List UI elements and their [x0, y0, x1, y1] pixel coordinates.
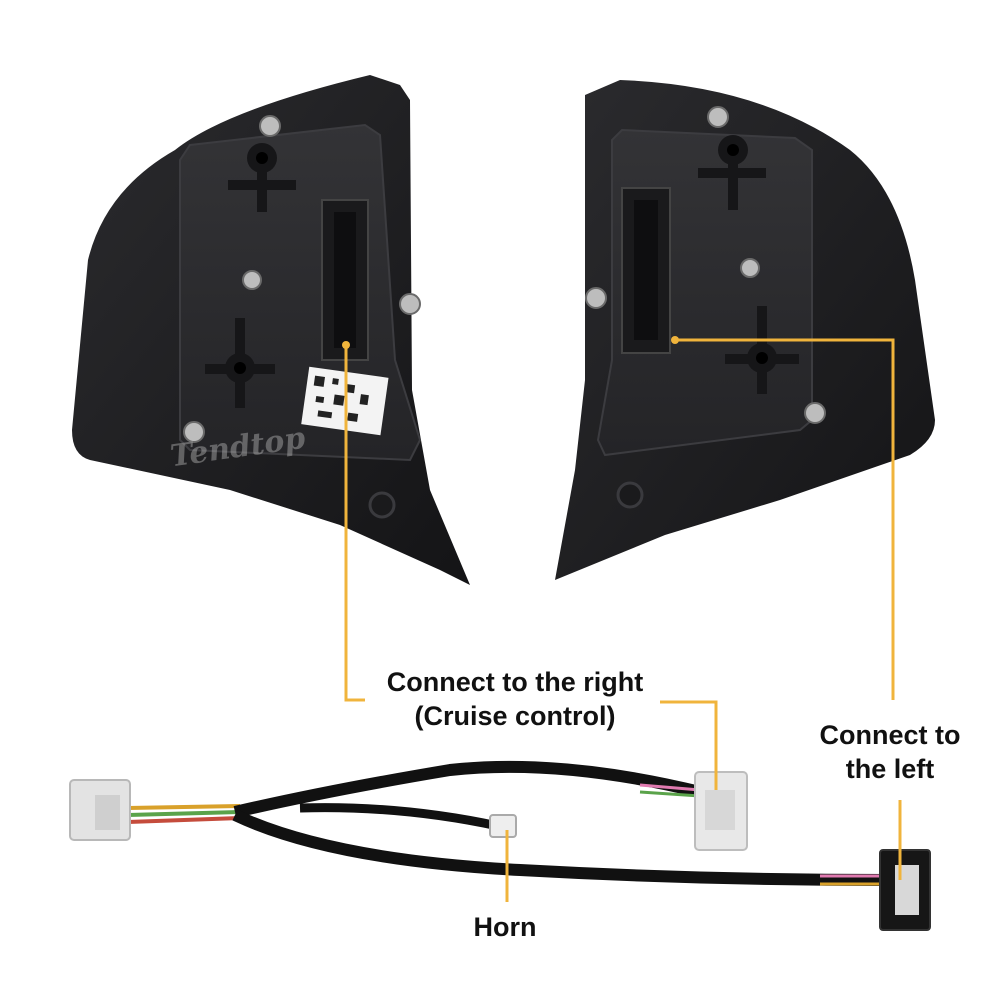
left-switch-panel: [72, 75, 470, 585]
callout-connect-right: Connect to the right (Cruise control): [355, 665, 675, 733]
callout-right-line: [344, 345, 365, 702]
right-switch-panel: [555, 80, 935, 580]
callout-connect-right-line2: (Cruise control): [414, 701, 616, 731]
callout-connect-left-line2: the left: [845, 754, 935, 784]
callout-connect-left: Connect to the left: [800, 718, 980, 786]
callout-connect-left-line1: Connect to: [819, 720, 961, 750]
callout-cruise-line: [660, 700, 718, 790]
callout-left-line: [675, 338, 895, 700]
callout-lines: [342, 336, 902, 902]
callout-left-dot: [671, 336, 679, 344]
callout-horn: Horn: [473, 912, 537, 942]
callout-right-dot: [342, 341, 350, 349]
callout-connect-right-line1: Connect to the right: [386, 667, 644, 697]
wiring-harness: [69, 760, 931, 931]
